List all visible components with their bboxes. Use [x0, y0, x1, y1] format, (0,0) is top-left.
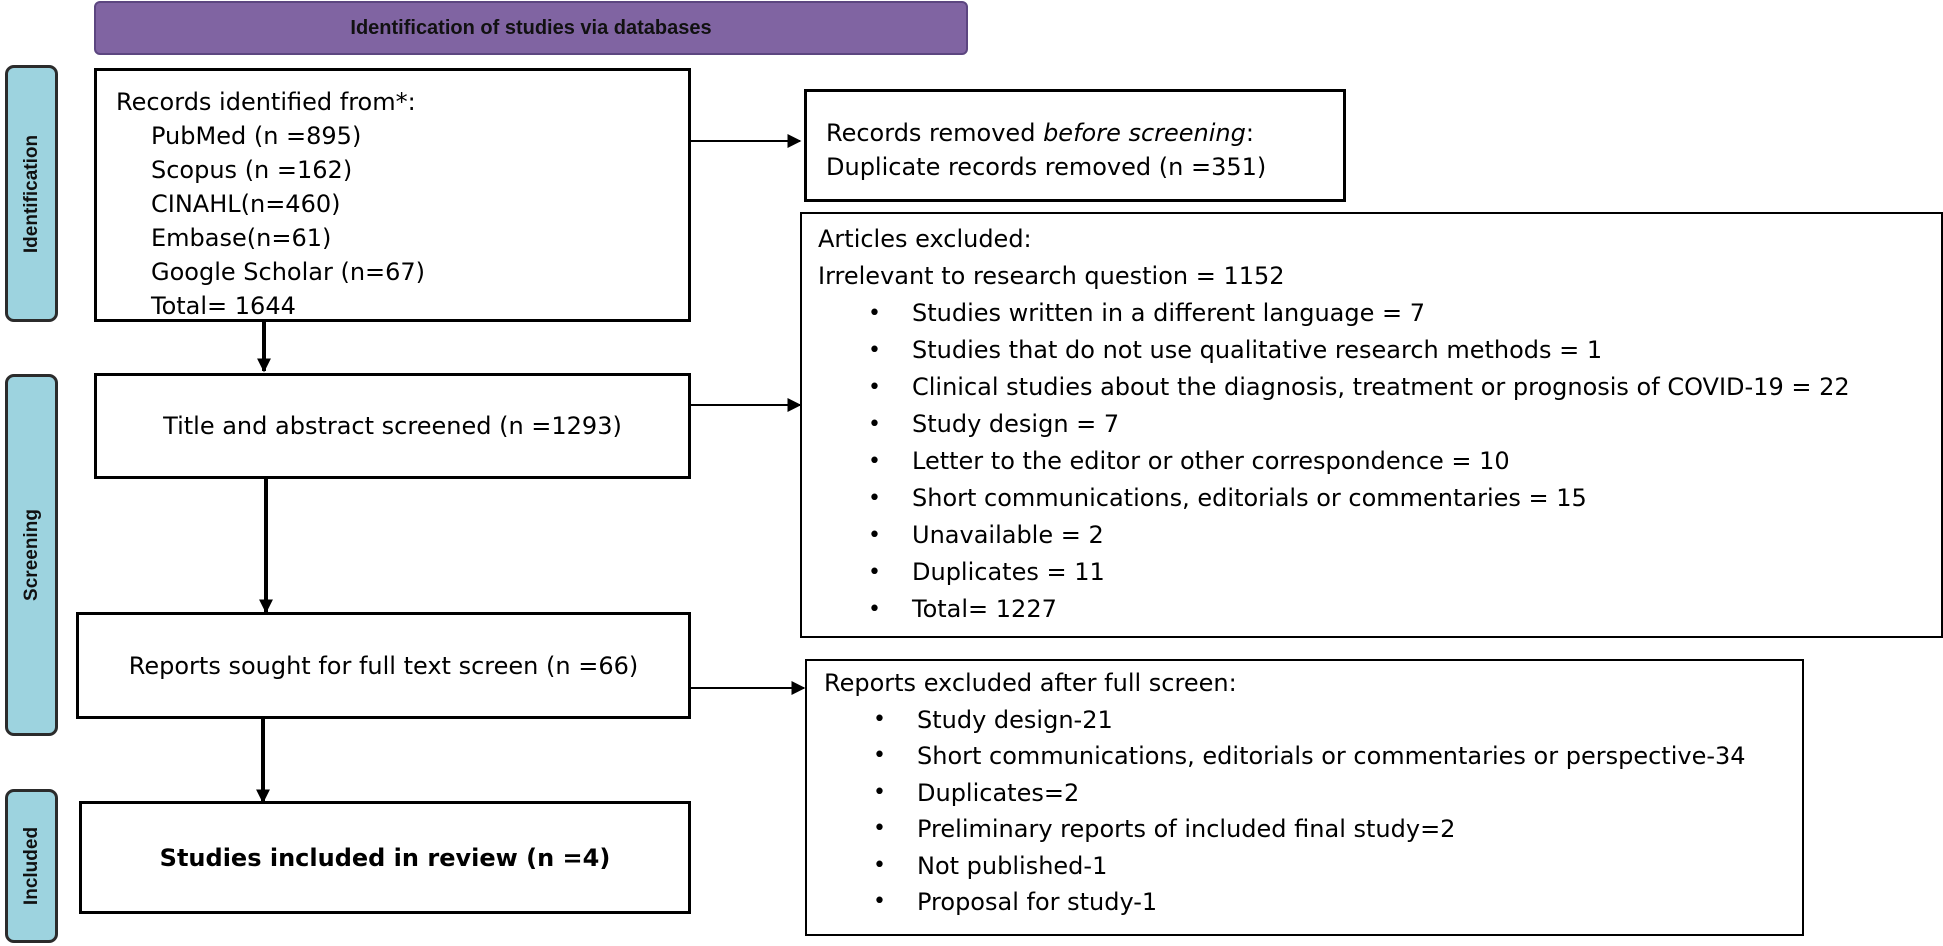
- reports-excluded-list: Study design-21 Short communications, ed…: [824, 702, 1802, 921]
- source-scopus: Scopus (n =162): [151, 156, 353, 184]
- records-removed-box: Records removed before screening: Duplic…: [804, 89, 1346, 202]
- reports-sought-box: Reports sought for full text screen (n =…: [76, 612, 691, 719]
- title-abstract-box: Title and abstract screened (n =1293): [94, 373, 691, 479]
- records-total: Total= 1644: [151, 292, 296, 320]
- source-embase: Embase(n=61): [151, 224, 332, 252]
- list-item: Short communications, editorials or comm…: [868, 480, 1941, 517]
- list-item: Study design = 7: [868, 406, 1941, 443]
- articles-excluded-subheading: Irrelevant to research question = 1152: [818, 262, 1285, 290]
- list-item: Letter to the editor or other correspond…: [868, 443, 1941, 480]
- list-item: Studies written in a different language …: [868, 295, 1941, 332]
- reports-sought-text: Reports sought for full text screen (n =…: [128, 651, 639, 680]
- phase-screening: Screening: [5, 374, 58, 736]
- list-item: Proposal for study-1: [873, 884, 1802, 921]
- records-identified-heading: Records identified from*:: [116, 88, 416, 116]
- records-identified-box: Records identified from*: PubMed (n =895…: [94, 68, 691, 322]
- reports-excluded-box: Reports excluded after full screen: Stud…: [805, 659, 1804, 936]
- studies-included-box: Studies included in review (n =4): [79, 801, 691, 914]
- phase-included: Included: [5, 789, 58, 943]
- articles-excluded-box: Articles excluded: Irrelevant to researc…: [800, 212, 1943, 638]
- records-removed-emphasis: before screening: [1043, 119, 1246, 147]
- header-banner: Identification of studies via databases: [94, 1, 968, 55]
- title-abstract-text: Title and abstract screened (n =1293): [163, 412, 622, 440]
- records-removed-title: Records removed before screening:: [826, 116, 1343, 150]
- source-google-scholar: Google Scholar (n=67): [151, 258, 426, 286]
- source-cinahl: CINAHL(n=460): [151, 190, 341, 218]
- list-item: Studies that do not use qualitative rese…: [868, 332, 1941, 369]
- list-item: Clinical studies about the diagnosis, tr…: [868, 369, 1941, 406]
- reports-excluded-heading: Reports excluded after full screen:: [824, 669, 1237, 697]
- list-item: Duplicates=2: [873, 775, 1802, 812]
- phase-identification: Identification: [5, 65, 58, 322]
- list-item: Total= 1227: [868, 591, 1941, 628]
- records-removed-prefix: Records removed: [826, 119, 1044, 147]
- list-item: Unavailable = 2: [868, 517, 1941, 554]
- header-title: Identification of studies via databases: [350, 16, 712, 39]
- list-item: Preliminary reports of included final st…: [873, 811, 1802, 848]
- studies-included-text: Studies included in review (n =4): [159, 843, 611, 872]
- duplicate-records-removed: Duplicate records removed (n =351): [826, 153, 1267, 181]
- list-item: Not published-1: [873, 848, 1802, 885]
- articles-excluded-heading: Articles excluded:: [818, 225, 1032, 253]
- source-pubmed: PubMed (n =895): [151, 122, 362, 150]
- list-item: Short communications, editorials or comm…: [873, 738, 1802, 775]
- list-item: Study design-21: [873, 702, 1802, 739]
- records-removed-suffix: :: [1245, 119, 1254, 147]
- list-item: Duplicates = 11: [868, 554, 1941, 591]
- articles-excluded-list: Studies written in a different language …: [818, 295, 1941, 628]
